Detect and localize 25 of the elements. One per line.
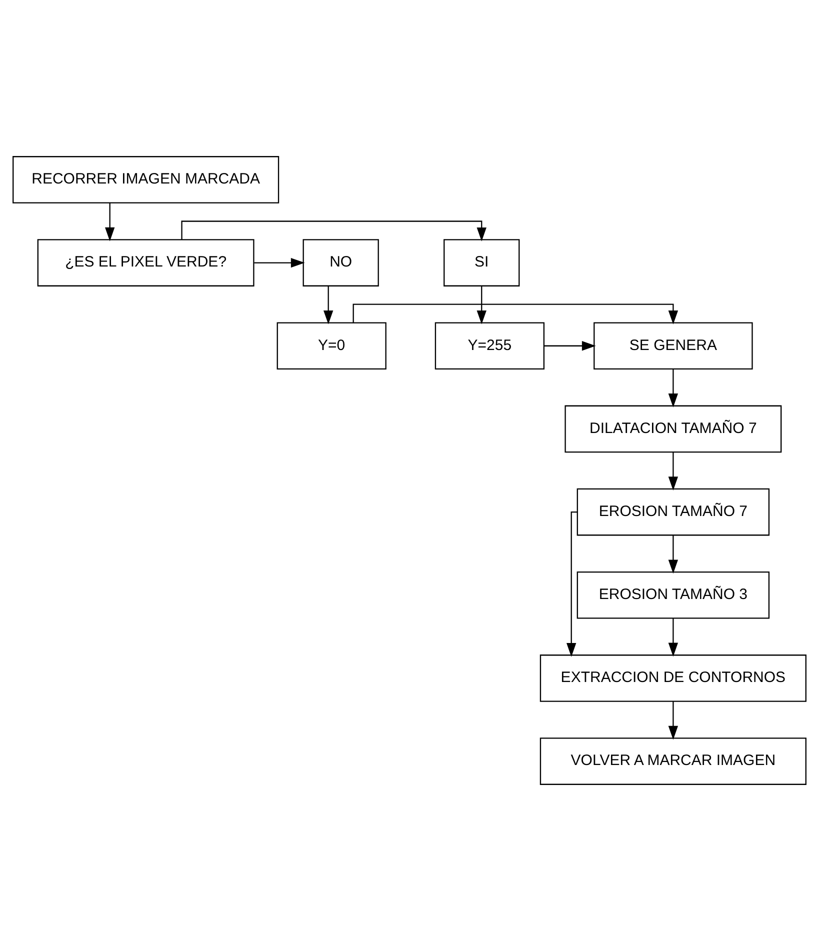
arrow <box>668 452 678 490</box>
arrow <box>181 220 486 241</box>
node-box: ¿ES EL PIXEL VERDE? <box>37 238 254 286</box>
arrow <box>566 510 578 656</box>
node-box: Y=255 <box>434 322 545 370</box>
arrow <box>323 285 334 324</box>
arrow <box>476 285 486 324</box>
node-box: DILATACION TAMAÑO 7 <box>564 404 782 452</box>
node-box: EROSION TAMAÑO 7 <box>576 488 770 536</box>
node-box: SE GENERA <box>594 322 753 370</box>
node-box: RECORRER IMAGEN MARCADA <box>12 156 280 203</box>
node-box: Y=0 <box>276 322 386 370</box>
arrow <box>668 618 678 656</box>
arrow <box>544 340 596 350</box>
arrow <box>352 303 678 324</box>
arrow <box>105 202 115 241</box>
node-box: NO <box>302 238 379 286</box>
arrow <box>254 257 305 268</box>
node-box: VOLVER A MARCAR IMAGEN <box>540 737 806 784</box>
node-box: EXTRACCION DE CONTORNOS <box>540 654 806 702</box>
arrow <box>668 534 678 574</box>
node-box: EROSION TAMAÑO 3 <box>576 570 770 618</box>
arrow <box>668 700 678 740</box>
node-box: SI <box>444 238 520 286</box>
arrow <box>668 368 678 407</box>
